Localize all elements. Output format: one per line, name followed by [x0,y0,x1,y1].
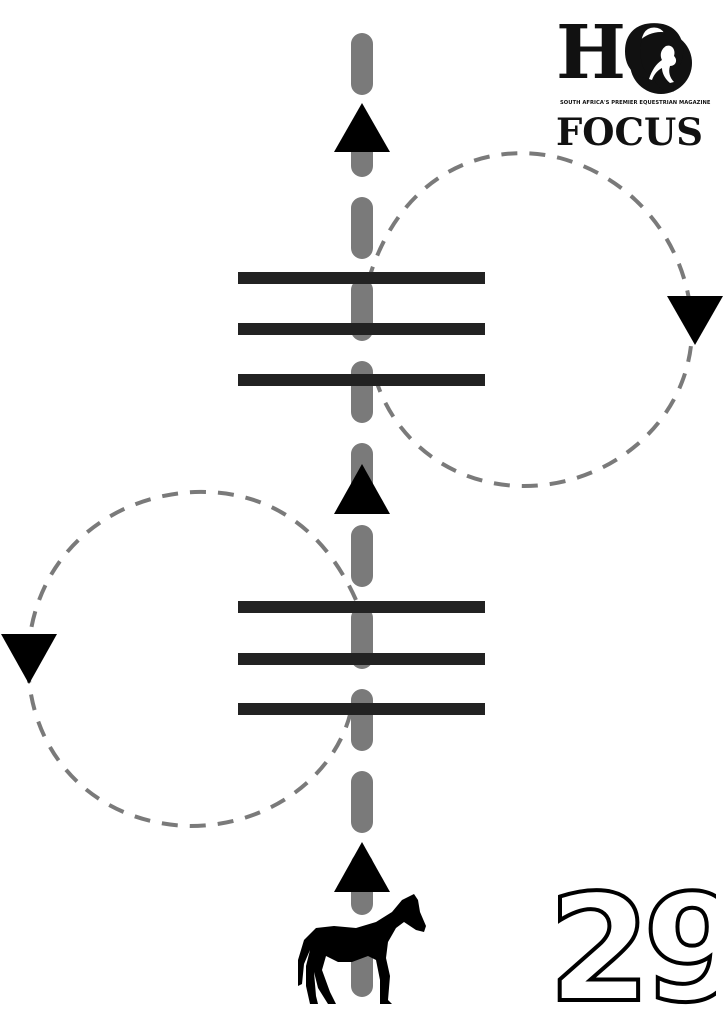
right-loop-track [366,151,695,489]
page-number-text: 29 [548,863,716,1018]
down-arrow-icon [1,634,57,684]
ground-pole [238,601,485,613]
up-arrow-icon [334,103,390,152]
up-arrow-icon [334,842,390,892]
up-arrow-icon [334,464,390,514]
logo-tagline: SOUTH AFRICA'S PREMIER EQUESTRIAN MAGAZI… [560,100,711,106]
ground-pole [238,272,485,284]
ground-pole [238,374,485,386]
ground-pole [238,703,485,715]
page-number: 29 [546,861,716,1018]
horse-silhouette-icon [298,894,426,1004]
pole-group-upper [238,272,485,386]
ground-pole [238,323,485,335]
pole-group-lower [238,601,485,715]
down-arrow-icon [667,296,723,345]
ground-pole [238,653,485,665]
section-title: FOCUS [556,110,703,154]
hq-focus-logo: HQ SOUTH AFRICA'S PREMIER EQUESTRIAN MAG… [556,16,711,152]
rearing-horse-icon [649,45,677,83]
